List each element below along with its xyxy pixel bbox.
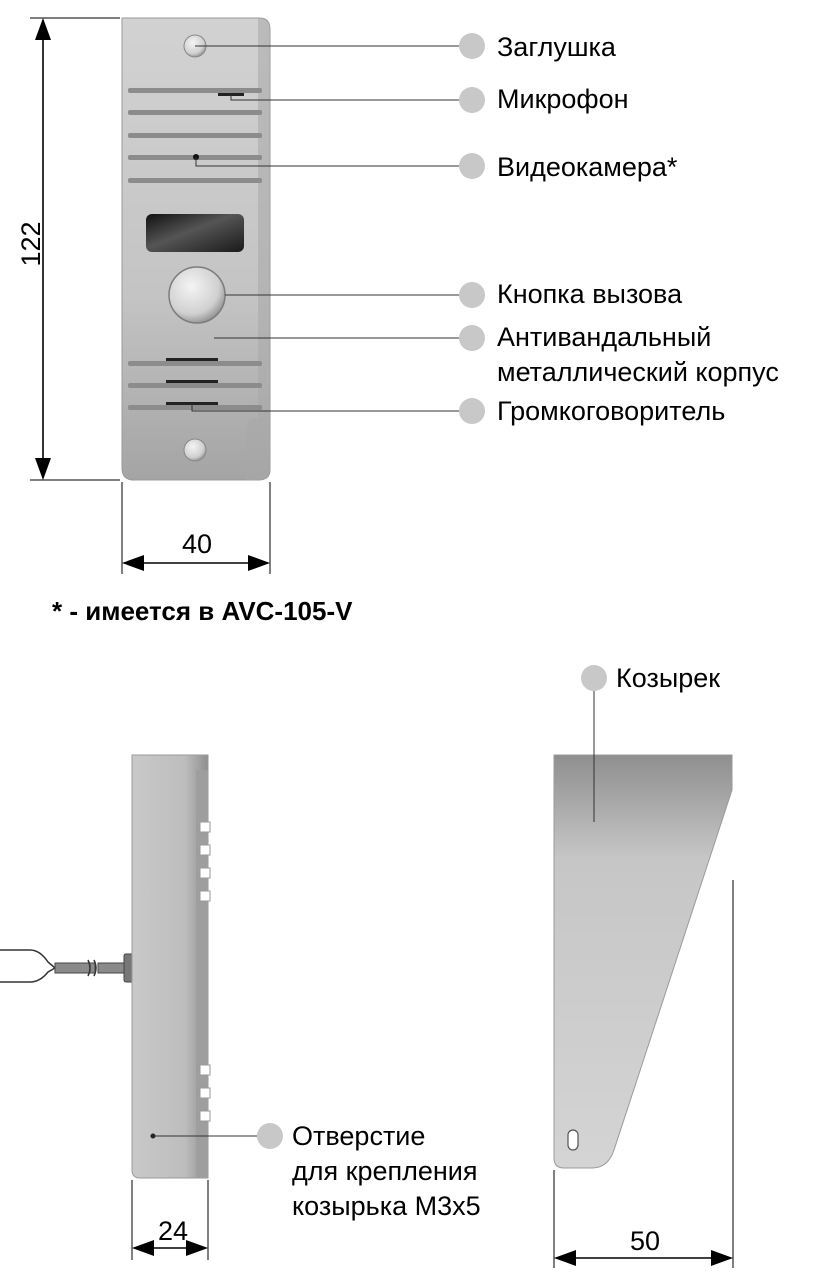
- label-call-button: Кнопка вызова: [497, 279, 683, 309]
- label-dot: [459, 153, 485, 179]
- label-speaker: Громкоговоритель: [497, 396, 725, 426]
- side-body: [131, 754, 209, 1179]
- label-dot: [257, 1123, 283, 1149]
- dimension-width: 40: [182, 529, 212, 559]
- arrow-right: [186, 1240, 208, 1256]
- label-hole-line3: козырька M3x5: [292, 1191, 481, 1221]
- arrow-left: [554, 1250, 576, 1266]
- label-dot: [459, 398, 485, 424]
- microphone-slot: [218, 93, 244, 96]
- dimension-visor-depth: 50: [630, 1226, 660, 1256]
- bottom-screw: [183, 438, 207, 462]
- visor-view: Козырек 50: [553, 663, 734, 1268]
- label-hole-line1: Отверстие: [292, 1121, 425, 1151]
- cable: [0, 949, 135, 983]
- arrow-right: [711, 1250, 733, 1266]
- label-hole-line2: для крепления: [292, 1156, 477, 1186]
- front-view: Заглушка Микрофон Видеокамера* Кнопка вы…: [16, 17, 779, 574]
- label-dot: [459, 87, 485, 113]
- footnote: * - имеется в AVC-105-V: [52, 596, 353, 626]
- label-dot: [459, 33, 485, 59]
- label-dot: [581, 665, 607, 691]
- ir-window: [146, 214, 244, 252]
- side-view: Отверстие для крепления козырька M3x5 24: [0, 754, 481, 1260]
- dimension-depth: 24: [158, 1216, 188, 1246]
- speaker-slots: [166, 358, 218, 405]
- label-housing-line2: металлический корпус: [497, 357, 779, 387]
- visor-slot: [567, 1129, 579, 1151]
- side-vents: [199, 821, 211, 1122]
- label-visor: Козырек: [616, 663, 720, 693]
- top-grill: [128, 88, 262, 183]
- dimension-height: 122: [16, 221, 46, 266]
- visor-body: [553, 754, 733, 1169]
- arrow-up: [35, 18, 51, 40]
- label-dot: [459, 282, 485, 308]
- label-dot: [459, 325, 485, 351]
- arrow-left: [132, 1240, 154, 1256]
- label-housing-line1: Антивандальный: [497, 322, 711, 352]
- label-zaglushka: Заглушка: [497, 32, 617, 62]
- label-microphone: Микрофон: [497, 84, 629, 114]
- label-camera: Видеокамера*: [497, 152, 678, 182]
- front-panel-right-bevel: [246, 18, 270, 480]
- bottom-grill: [128, 361, 262, 410]
- arrow-down: [35, 458, 51, 480]
- call-button: [168, 266, 226, 324]
- arrow-right: [248, 555, 270, 571]
- arrow-left: [122, 555, 144, 571]
